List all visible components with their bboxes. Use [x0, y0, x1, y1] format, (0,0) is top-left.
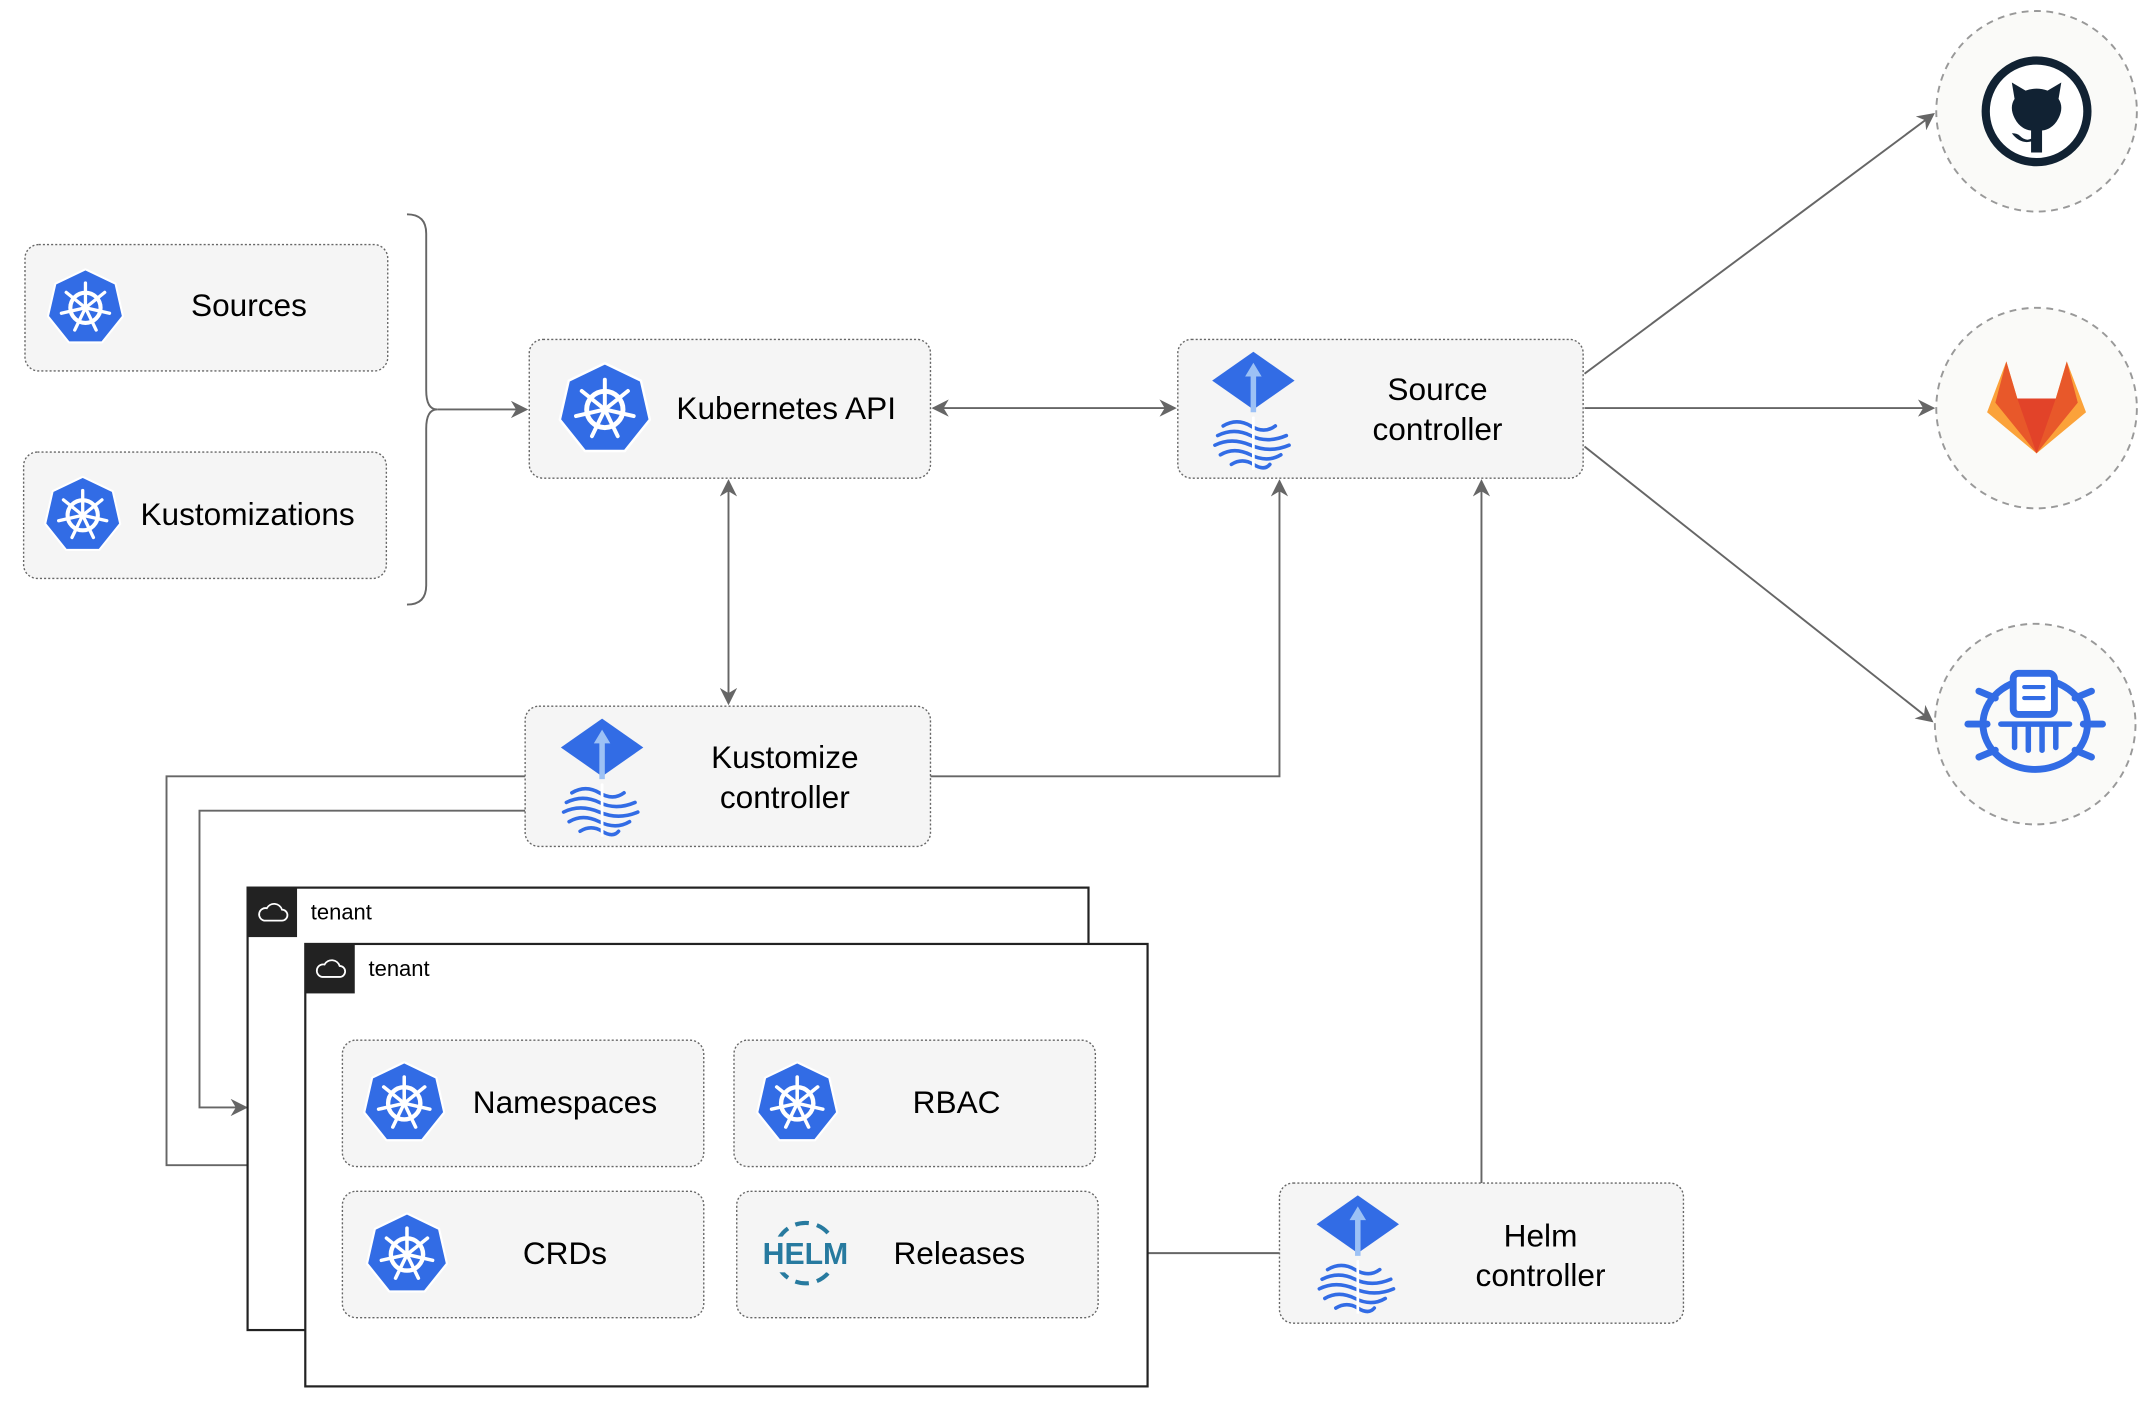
- kustomize-controller-label-line2: controller: [720, 779, 850, 815]
- source-controller-label-line2: controller: [1373, 411, 1503, 447]
- tenant-header-badge: [247, 887, 298, 938]
- kustomizations-label: Kustomizations: [140, 496, 354, 532]
- tenant-label: tenant: [311, 900, 372, 925]
- rbac-label: RBAC: [913, 1084, 1001, 1120]
- helm-controller-label-line1: Helm: [1504, 1217, 1578, 1253]
- edge-kustomize-to-source-controller: [930, 479, 1289, 778]
- edge-source-to-github: [1583, 113, 1935, 375]
- crds-label: CRDs: [523, 1235, 607, 1271]
- namespaces-label: Namespaces: [473, 1084, 657, 1120]
- edge-kustomize-to-tenant-back: [198, 809, 526, 1117]
- source-controller-label-line1: Source: [1387, 371, 1487, 407]
- helm-icon: HELM: [757, 1220, 854, 1286]
- bracket: [406, 213, 438, 606]
- rbac-node[interactable]: RBAC: [733, 1039, 1097, 1168]
- kustomizations-node[interactable]: Kustomizations: [22, 451, 388, 580]
- source-controller-node[interactable]: Source controller: [1177, 338, 1584, 479]
- helm-controller-node[interactable]: Helm controller: [1278, 1182, 1685, 1324]
- releases-label: Releases: [893, 1235, 1025, 1271]
- crds-node[interactable]: CRDs: [341, 1190, 705, 1319]
- kustomize-controller-node[interactable]: Kustomize controller: [524, 705, 932, 848]
- edges: [165, 113, 1936, 1262]
- sources-label: Sources: [191, 287, 307, 323]
- tenant-label: tenant: [369, 956, 430, 981]
- tenant-header-badge: [305, 943, 355, 994]
- helm-repository-icon: [1964, 669, 2106, 773]
- namespaces-node[interactable]: Namespaces: [341, 1039, 705, 1168]
- kustomize-controller-label-line1: Kustomize: [711, 739, 858, 775]
- helm-controller-label-line2: controller: [1476, 1257, 1606, 1293]
- github-node[interactable]: [1935, 10, 2138, 213]
- sources-node[interactable]: Sources: [24, 243, 389, 372]
- kubernetes-api-label: Kubernetes API: [676, 390, 896, 426]
- kubernetes-api-node[interactable]: Kubernetes API: [528, 338, 932, 479]
- helm-logo-text: HELM: [763, 1238, 849, 1271]
- gitlab-icon: [1987, 361, 2087, 454]
- helm-repository-node[interactable]: [1933, 622, 2137, 826]
- gitlab-node[interactable]: [1935, 306, 2138, 510]
- edge-source-to-helm-repo: [1583, 445, 1934, 723]
- releases-node[interactable]: HELM Releases: [736, 1190, 1099, 1319]
- edge-kustomize-to-tenant-front: [165, 775, 526, 1174]
- github-icon: [1981, 56, 2092, 167]
